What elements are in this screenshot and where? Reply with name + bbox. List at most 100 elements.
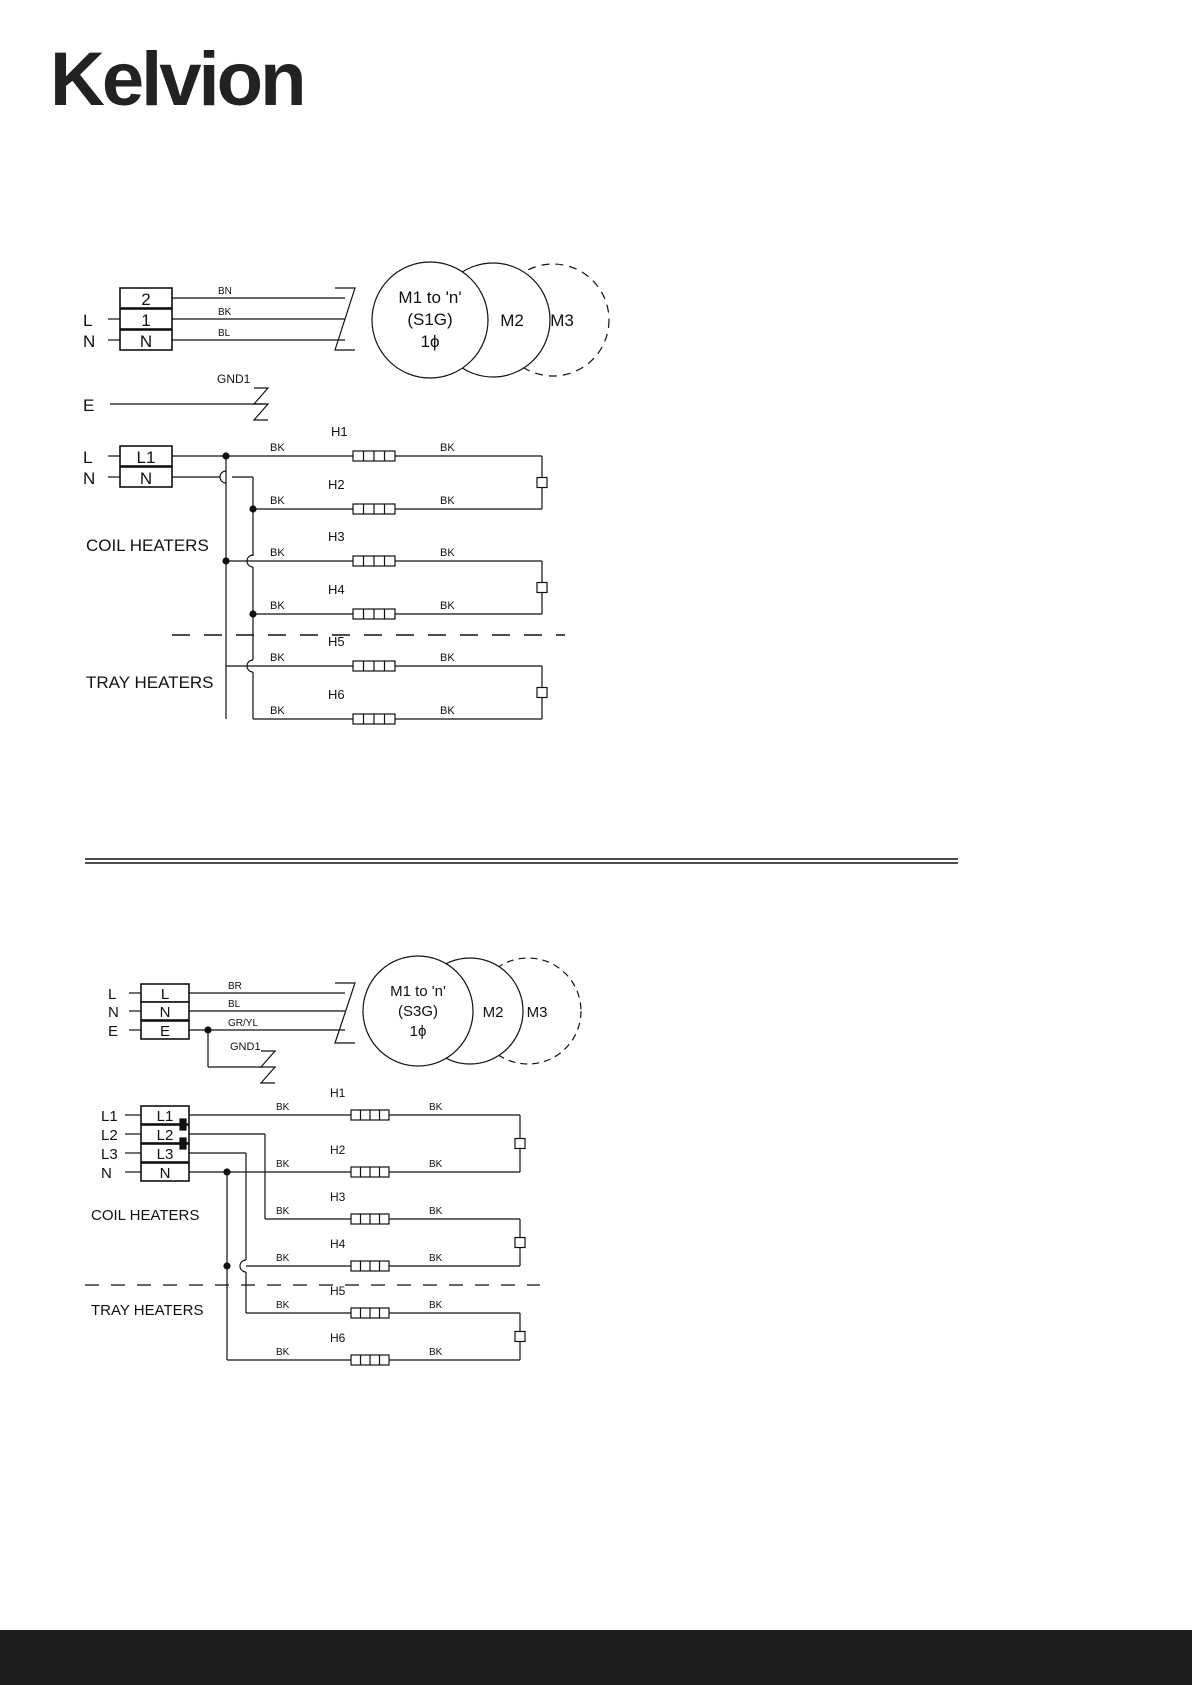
heater-label-1: H1 xyxy=(330,1086,346,1100)
wire-colour-label: BK xyxy=(270,547,285,559)
supply-label: N xyxy=(83,332,95,351)
supply-label: L xyxy=(83,448,92,467)
wire-crossover xyxy=(246,554,254,568)
heater-terminal-label: L2 xyxy=(157,1127,174,1144)
heater-label-1: H1 xyxy=(331,424,348,439)
earth-symbol xyxy=(259,1050,277,1084)
tray-heaters-label: TRAY HEATERS xyxy=(86,673,214,692)
supply-label: L xyxy=(108,986,116,1003)
heater-terminal-label: L1 xyxy=(137,448,156,467)
motor-terminal-label: N xyxy=(140,332,152,351)
tray-heaters-label: TRAY HEATERS xyxy=(91,1302,204,1319)
supply-label: L3 xyxy=(101,1146,118,1163)
heater-terminal-label: N xyxy=(160,1165,171,1182)
wire-colour-label: BL xyxy=(228,999,241,1010)
footer-bar xyxy=(0,1630,1192,1685)
heater-terminal-label: L3 xyxy=(157,1146,174,1163)
wire-colour-label: BK xyxy=(276,1300,290,1311)
heater-joint-0 xyxy=(536,476,548,489)
wire-colour-label: BK xyxy=(276,1347,290,1358)
heater-joint-0 xyxy=(514,1137,526,1150)
cable-break-symbol xyxy=(334,287,356,351)
heater-joint-1 xyxy=(536,581,548,594)
junction-dot xyxy=(249,505,257,513)
motor-m1-circle xyxy=(362,955,474,1067)
heater-label-6: H6 xyxy=(330,1331,346,1345)
heater-label-5: H5 xyxy=(330,1284,346,1298)
motor-m2-label: M2 xyxy=(500,311,524,330)
heater-label-6: H6 xyxy=(328,687,345,702)
wire-colour-label: BK xyxy=(429,1206,443,1217)
motor-terminal-label: E xyxy=(160,1023,170,1040)
wire-colour-label: BK xyxy=(270,652,285,664)
junction-dot xyxy=(249,610,257,618)
wire-colour-label: BK xyxy=(440,600,455,612)
wire-colour-label: BK xyxy=(276,1253,290,1264)
wire-colour-label: BK xyxy=(440,547,455,559)
wire-colour-label: BK xyxy=(429,1300,443,1311)
cable-break-symbol xyxy=(334,982,356,1044)
wire-colour-label: BK xyxy=(440,495,455,507)
supply-label: L xyxy=(83,311,92,330)
motor-type-label: (S3G) xyxy=(398,1003,438,1020)
motor-m3-label: M3 xyxy=(550,311,574,330)
heater-label-3: H3 xyxy=(328,529,345,544)
kelvion-logo: Kelvion xyxy=(50,37,306,122)
coil-heaters-label: COIL HEATERS xyxy=(86,536,209,555)
supply-label: N xyxy=(83,469,95,488)
wire-colour-label: GR/YL xyxy=(228,1018,258,1029)
supply-label: N xyxy=(101,1165,112,1182)
heater-terminal-label: L1 xyxy=(157,1108,174,1125)
heater-label-2: H2 xyxy=(328,477,345,492)
motor-m3-label: M3 xyxy=(527,1004,548,1021)
wire-colour-label: BN xyxy=(218,286,232,297)
wire-colour-label: BK xyxy=(429,1347,443,1358)
motor-m1-circle xyxy=(371,261,489,379)
terminal-link-bridge xyxy=(179,1118,187,1131)
wire-colour-label: BK xyxy=(218,307,232,318)
motor-m1-label: M1 to 'n' xyxy=(398,288,461,307)
wire-colour-label: BK xyxy=(270,600,285,612)
motor-phase-label: 1ϕ xyxy=(421,332,440,351)
wire-colour-label: BK xyxy=(276,1159,290,1170)
wire-colour-label: BK xyxy=(276,1102,290,1113)
heater-label-3: H3 xyxy=(330,1190,346,1204)
wire-colour-label: BK xyxy=(429,1159,443,1170)
wire-crossover xyxy=(219,470,227,484)
gnd-label: GND1 xyxy=(217,372,251,386)
motor-m2-label: M2 xyxy=(483,1004,504,1021)
wire-colour-label: BK xyxy=(440,442,455,454)
motor-m1-label: M1 to 'n' xyxy=(390,983,446,1000)
heater-joint-1 xyxy=(514,1236,526,1249)
supply-label: N xyxy=(108,1004,119,1021)
supply-label: E xyxy=(108,1023,118,1040)
wire-colour-label: BK xyxy=(440,652,455,664)
wire-colour-label: BL xyxy=(218,328,231,339)
supply-label: L2 xyxy=(101,1127,118,1144)
heater-terminal-label: N xyxy=(140,469,152,488)
gnd-label: GND1 xyxy=(230,1041,261,1053)
motor-terminal-label: L xyxy=(161,986,169,1003)
wire-colour-label: BK xyxy=(276,1206,290,1217)
motor-phase-label: 1ϕ xyxy=(410,1023,427,1040)
earth-label: E xyxy=(83,396,94,415)
wire-colour-label: BK xyxy=(270,705,285,717)
heater-label-4: H4 xyxy=(328,582,345,597)
motor-m3-circle xyxy=(474,957,582,1065)
motor-terminal-label: 1 xyxy=(141,311,150,330)
heater-label-2: H2 xyxy=(330,1143,346,1157)
earth-symbol xyxy=(252,387,270,421)
wire-colour-label: BK xyxy=(429,1102,443,1113)
heater-joint-2 xyxy=(536,686,548,699)
heater-label-5: H5 xyxy=(328,634,345,649)
wire-crossover xyxy=(246,659,254,673)
motor-terminal-label: 2 xyxy=(141,290,150,309)
heater-joint-2 xyxy=(514,1330,526,1343)
motor-terminal-label: N xyxy=(160,1004,171,1021)
motor-type-label: (S1G) xyxy=(407,310,452,329)
heater-label-4: H4 xyxy=(330,1237,346,1251)
terminal-link-bridge xyxy=(179,1137,187,1150)
wire-colour-label: BK xyxy=(270,442,285,454)
